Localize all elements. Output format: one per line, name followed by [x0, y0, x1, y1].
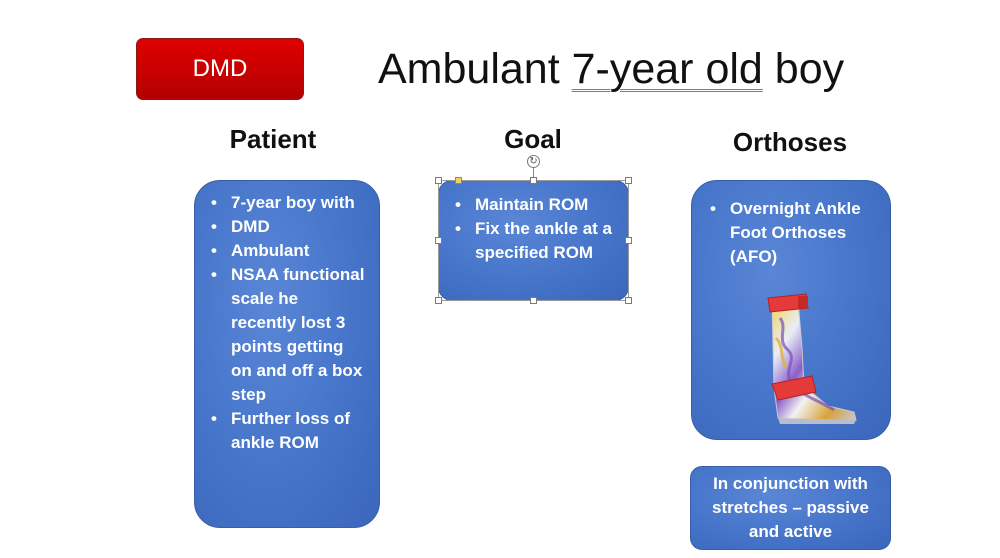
goal-bullet: Fix the ankle at a specified ROM — [447, 217, 624, 265]
patient-bullet: 7-year boy with — [203, 191, 365, 215]
slide-title: Ambulant 7-year old boy — [378, 44, 844, 100]
goal-box[interactable]: Maintain ROM Fix the ankle at a specifie… — [438, 180, 629, 301]
patient-bullet: NSAA functional scale he recently lost 3… — [203, 263, 365, 407]
goal-heading: Goal — [504, 124, 562, 154]
rotate-icon[interactable]: ↻ — [527, 155, 540, 168]
resize-handle-top-right[interactable] — [625, 177, 632, 184]
title-prefix: Ambulant — [378, 45, 572, 93]
patient-bullet: Ambulant — [203, 239, 365, 263]
patient-box: 7-year boy with DMD Ambulant NSAA functi… — [194, 180, 380, 528]
resize-handle-top[interactable] — [530, 177, 537, 184]
resize-handle-left[interactable] — [435, 237, 442, 244]
orthoses-heading: Orthoses — [732, 127, 848, 157]
dmd-tag: DMD — [136, 38, 304, 100]
ankle-foot-orthosis-picture — [767, 293, 857, 424]
dmd-tag-label: DMD — [192, 55, 248, 82]
patient-heading: Patient — [229, 124, 317, 154]
resize-handle-bottom-right[interactable] — [625, 297, 632, 304]
stretches-note: In conjunction with stretches – passive … — [690, 466, 891, 550]
resize-handle-top-left[interactable] — [435, 177, 442, 184]
orthoses-bullet: Overnight Ankle Foot Orthoses (AFO) — [702, 197, 882, 269]
title-suffix: boy — [762, 45, 845, 93]
resize-handle-right[interactable] — [625, 237, 632, 244]
patient-bullet: DMD — [203, 215, 365, 239]
patient-bullet: Further loss of ankle ROM — [203, 407, 365, 455]
goal-bullet-list: Maintain ROM Fix the ankle at a specifie… — [447, 193, 624, 265]
title-underlined: 7-year old — [571, 45, 763, 93]
goal-bullet: Maintain ROM — [447, 193, 624, 217]
patient-bullet-list: 7-year boy with DMD Ambulant NSAA functi… — [203, 191, 365, 455]
rotation-handle-stem — [533, 166, 534, 180]
adjust-handle[interactable] — [455, 177, 462, 184]
orthoses-bullet-list: Overnight Ankle Foot Orthoses (AFO) — [702, 197, 882, 269]
resize-handle-bottom-left[interactable] — [435, 297, 442, 304]
resize-handle-bottom[interactable] — [530, 297, 537, 304]
stretches-note-text: In conjunction with stretches – passive … — [712, 474, 869, 541]
